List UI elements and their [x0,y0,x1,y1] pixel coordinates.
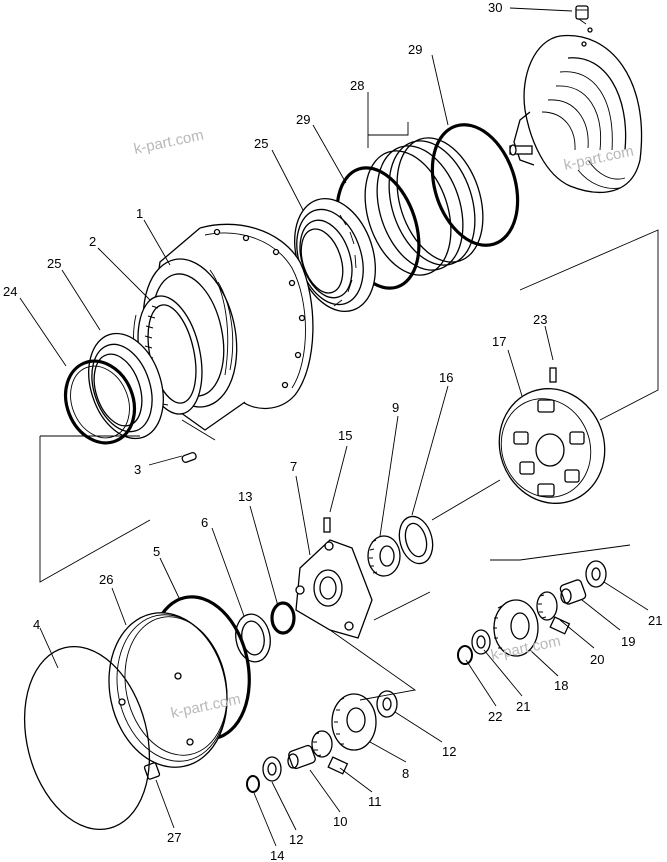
leader-lines [19,7,649,847]
top-cover-housing [509,27,643,193]
part-3-pin [181,451,197,463]
part-7-plate [295,539,373,639]
label-26: 26 [99,572,113,587]
part-4-o-ring [23,645,151,831]
label-6: 6 [201,515,208,530]
label-13: 13 [238,489,252,504]
part-23-bolt [549,367,557,383]
label-25: 25 [254,136,268,151]
label-15: 15 [338,428,352,443]
label-16: 16 [439,370,453,385]
label-17: 17 [492,334,506,349]
label-19: 19 [621,634,635,649]
label-10: 10 [333,814,347,829]
part-29-ring-top [430,123,520,247]
part-27-plug [143,762,161,780]
label-28: 28 [350,78,364,93]
label-21: 21 [648,613,662,628]
label-22: 22 [488,709,502,724]
label-20: 20 [590,652,604,667]
part-12-washer-b [262,756,282,782]
part-12-washer-a [376,690,398,718]
part-14-snap-ring [246,775,260,793]
label-30: 30 [488,0,502,15]
part-21-washer-a [585,560,607,588]
part-22-snap-ring [457,645,473,665]
part-25-bearing-upper [294,197,376,313]
watermark-text: k-part.com [132,127,205,158]
label-7: 7 [290,459,297,474]
label-14: 14 [270,848,284,862]
part-20-needle-bearing [536,591,571,635]
label-29: 29 [408,42,422,57]
label-12: 12 [442,744,456,759]
part-21-washer-b [471,629,491,655]
label-8: 8 [402,766,409,781]
label-24: 24 [3,284,17,299]
label-2: 2 [89,234,96,249]
label-5: 5 [153,544,160,559]
part-8-planet-gear [331,693,377,751]
label-11: 11 [368,794,382,809]
part-labels: 30 29 28 29 25 1 2 25 24 23 17 16 15 9 3… [3,0,662,862]
label-9: 9 [392,400,399,415]
part-15-bolt [323,517,331,533]
part-19-sleeve [559,579,587,605]
label-23: 23 [533,312,547,327]
part-28-seal-ring [364,137,484,276]
label-3: 3 [134,462,141,477]
label-21: 21 [516,699,530,714]
label-12: 12 [289,832,303,847]
label-4: 4 [33,617,40,632]
part-9-gear [367,535,401,577]
label-27: 27 [167,830,181,845]
part-26-cover [108,612,228,768]
part-13-snap-ring [270,601,296,635]
label-1: 1 [136,206,143,221]
label-18: 18 [554,678,568,693]
part-6-seal [235,613,271,663]
part-10-sleeve [287,744,316,770]
part-30-plug [575,5,589,25]
label-25: 25 [47,256,61,271]
label-29: 29 [296,112,310,127]
part-16-seal [398,515,434,565]
part-17-carrier [498,388,606,504]
center-lines [39,229,659,701]
part-18-planet-gear [493,599,539,657]
